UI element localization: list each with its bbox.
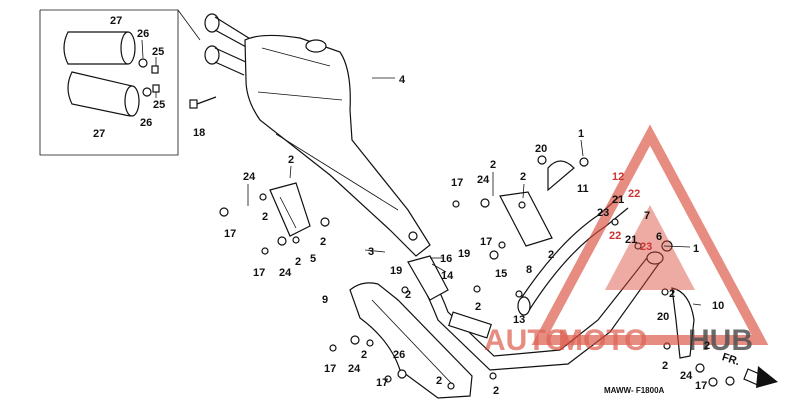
- callout-2: 2: [548, 249, 554, 261]
- callout-2: 2: [361, 349, 367, 361]
- inset-box: [39, 9, 179, 156]
- callout-7: 7: [644, 210, 650, 222]
- callout-2: 2: [704, 340, 710, 352]
- callout-16: 16: [440, 253, 452, 265]
- bolt-25b: [152, 84, 160, 93]
- callout-17: 17: [253, 267, 265, 279]
- front-label: FR.: [720, 351, 741, 368]
- callout-27: 27: [93, 128, 105, 140]
- callout-2: 2: [320, 236, 326, 248]
- callout-17: 17: [695, 380, 707, 392]
- muffler-body: [204, 13, 431, 257]
- callout-2: 2: [490, 159, 496, 171]
- callout-17: 17: [224, 228, 236, 240]
- watermark-triangle: [531, 124, 769, 345]
- callout-26: 26: [140, 117, 152, 129]
- silencer-cover-lower: [67, 71, 140, 117]
- callout-11: 11: [577, 183, 589, 195]
- callout-2: 2: [288, 154, 294, 166]
- callout-2: 2: [405, 289, 411, 301]
- watermark-moto: MOTO: [558, 324, 647, 357]
- callout-2: 2: [669, 288, 675, 300]
- callout-20: 20: [535, 143, 547, 155]
- callout-9: 9: [322, 294, 328, 306]
- callout-24: 24: [477, 174, 490, 186]
- front-direction-arrow: FR.: [720, 351, 778, 388]
- callout-26: 26: [393, 349, 405, 361]
- callout-25: 25: [152, 46, 164, 58]
- heat-shield-9: [349, 282, 473, 399]
- callout-17: 17: [451, 177, 463, 189]
- watermark-auto: AUTO: [484, 324, 568, 357]
- callout-2: 2: [262, 211, 268, 223]
- callout-24: 24: [348, 363, 361, 375]
- callout-1: 1: [693, 243, 699, 255]
- callout-24: 24: [680, 370, 693, 382]
- callout-2: 2: [520, 171, 526, 183]
- callout-23: 23: [640, 241, 652, 253]
- callout-20: 20: [657, 311, 669, 323]
- callout-4: 4: [399, 74, 406, 86]
- callout-19: 19: [390, 265, 402, 277]
- bracket-5: [269, 182, 311, 237]
- nuts-and-washers: [219, 155, 735, 390]
- watermark-logo: AUTO MOTO HUB: [484, 124, 769, 357]
- callout-23: 23: [597, 207, 609, 219]
- callout-24: 24: [279, 267, 292, 279]
- watermark-hub: HUB: [688, 324, 753, 357]
- callout-21: 21: [625, 234, 637, 246]
- callout-2: 2: [295, 256, 301, 268]
- callout-21: 21: [612, 194, 624, 206]
- callout-8: 8: [526, 264, 532, 276]
- callout-26: 26: [137, 28, 149, 40]
- callout-18: 18: [193, 127, 205, 139]
- callout-3: 3: [368, 246, 374, 258]
- callout-15: 15: [495, 268, 507, 280]
- callout-1: 1: [578, 128, 584, 140]
- callout-12: 12: [612, 171, 624, 183]
- callout-17: 17: [376, 377, 388, 389]
- callout-2: 2: [475, 301, 481, 313]
- exhaust-pipe-joint: [407, 255, 492, 339]
- diagram-code: MAWW- F1800A: [604, 386, 665, 395]
- callout-22: 22: [628, 188, 640, 200]
- callout-22: 22: [609, 230, 621, 242]
- callout-5: 5: [310, 253, 316, 265]
- callout-2: 2: [436, 375, 442, 387]
- callout-19: 19: [458, 248, 470, 260]
- callout-13: 13: [513, 314, 525, 326]
- callout-14: 14: [441, 270, 454, 282]
- callout-17: 17: [480, 236, 492, 248]
- callout-2: 2: [662, 360, 668, 372]
- callout-17: 17: [324, 363, 336, 375]
- washer-26a: [138, 58, 148, 68]
- callout-6: 6: [656, 231, 662, 243]
- callout-10: 10: [712, 300, 724, 312]
- callout-27: 27: [110, 15, 122, 27]
- callout-25: 25: [153, 99, 165, 111]
- bolt-25a: [151, 65, 159, 74]
- washer-26b: [142, 87, 152, 97]
- callout-2: 2: [493, 385, 499, 397]
- silencer-cover-upper: [63, 31, 136, 65]
- callout-24: 24: [243, 171, 256, 183]
- bolt-18: [189, 96, 217, 109]
- callout-labels: 27 26 25 25 26 27 18 4 2 24 2 17 2 24 2 …: [93, 15, 724, 397]
- leader-lines: [141, 39, 702, 306]
